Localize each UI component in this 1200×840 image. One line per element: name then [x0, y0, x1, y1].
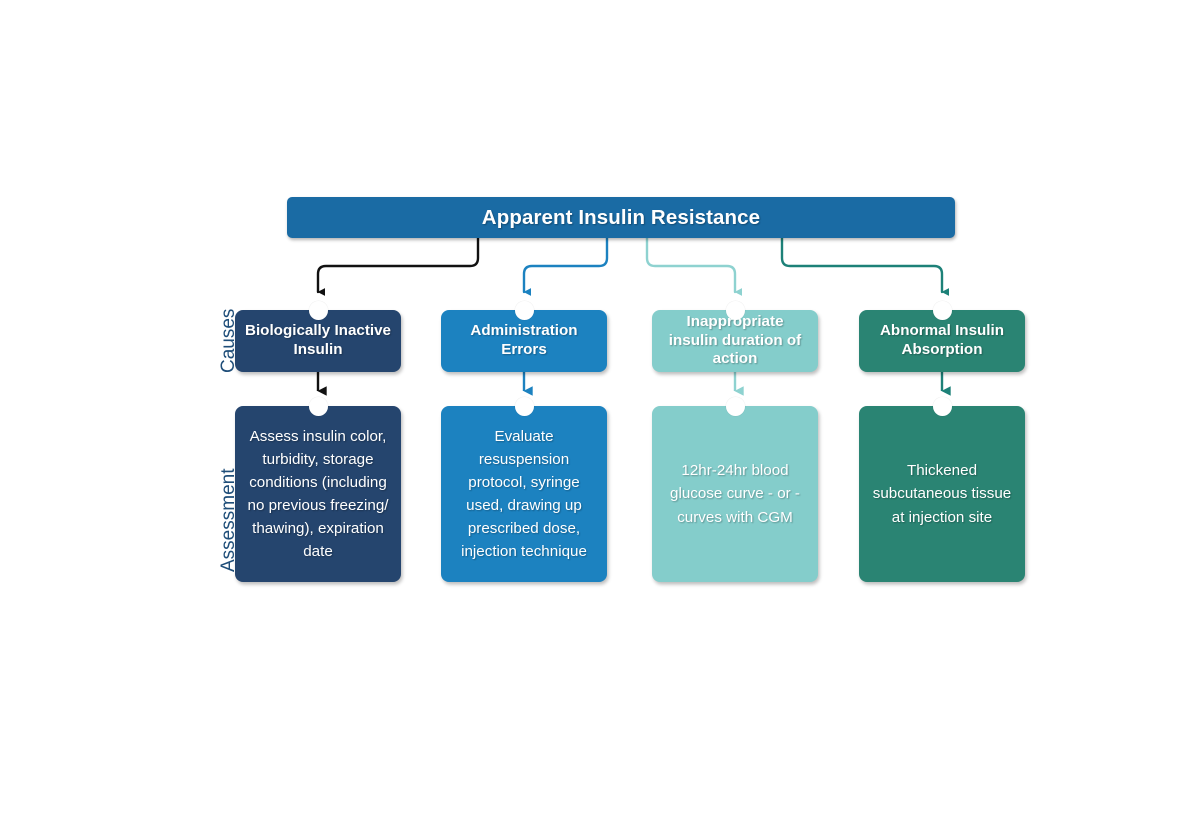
cause-card-4[interactable]: Abnormal Insulin Absorption: [859, 310, 1025, 372]
node-dot-assessment-2: [514, 396, 534, 416]
node-dot-cause-1: [308, 300, 328, 320]
connector-header-to-cause-3: [645, 236, 743, 296]
assessment-card-1[interactable]: Assess insulin color, turbidity, storage…: [235, 406, 401, 582]
assessment-card-4[interactable]: Thickened subcutaneous tissue at injecti…: [859, 406, 1025, 582]
cause-card-3-label: Inappropriate insulin duration of action: [668, 313, 802, 368]
assessment-card-2-label: Evaluate resuspension protocol, syringe …: [461, 427, 587, 561]
connector-header-to-cause-1: [316, 236, 480, 296]
cause-card-2-label: Administration Errors: [470, 322, 578, 358]
diagram-title-bar: Apparent Insulin Resistance: [287, 197, 955, 238]
assessment-card-3-label: 12hr-24hr blood glucose curve - or - cur…: [670, 462, 800, 526]
node-dot-cause-4: [932, 300, 952, 320]
node-dot-cause-3: [725, 300, 745, 320]
assessment-card-3[interactable]: 12hr-24hr blood glucose curve - or - cur…: [652, 406, 818, 582]
cause-card-2[interactable]: Administration Errors: [441, 310, 607, 372]
cause-card-4-label: Abnormal Insulin Absorption: [879, 322, 1005, 358]
assessment-card-1-label: Assess insulin color, turbidity, storage…: [247, 427, 389, 561]
assessment-card-2[interactable]: Evaluate resuspension protocol, syringe …: [441, 406, 607, 582]
node-dot-cause-2: [514, 300, 534, 320]
connector-header-to-cause-2: [522, 236, 609, 296]
node-dot-assessment-1: [308, 396, 328, 416]
diagram-title: Apparent Insulin Resistance: [481, 205, 761, 229]
cause-card-1-label: Biologically Inactive Insulin: [244, 322, 392, 358]
connector-header-to-cause-4: [780, 236, 950, 296]
node-dot-assessment-4: [932, 396, 952, 416]
cause-card-1[interactable]: Biologically Inactive Insulin: [235, 310, 401, 372]
cause-card-3[interactable]: Inappropriate insulin duration of action: [652, 310, 818, 372]
assessment-card-4-label: Thickened subcutaneous tissue at injecti…: [872, 462, 1012, 526]
node-dot-assessment-3: [725, 396, 745, 416]
